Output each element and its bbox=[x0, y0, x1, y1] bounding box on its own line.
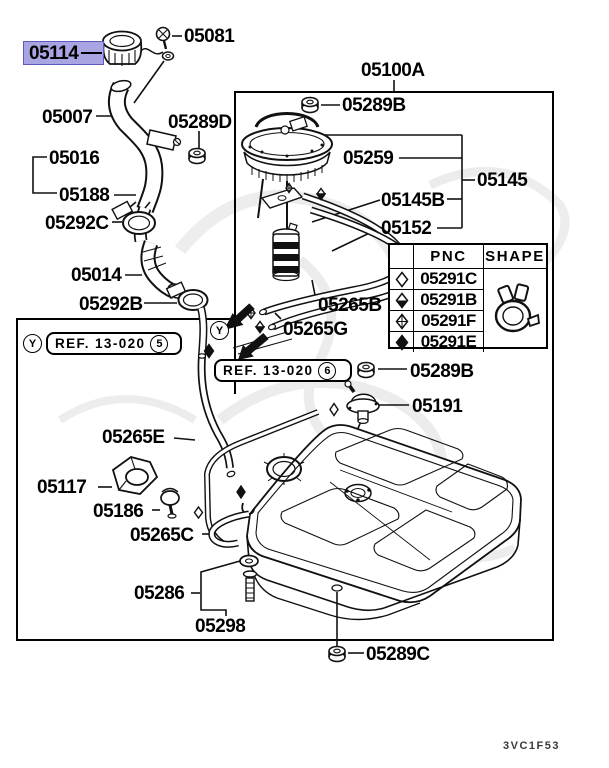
y-marker-mid: Y bbox=[210, 321, 229, 340]
table-pnc-cell[interactable]: 05291E bbox=[414, 332, 484, 352]
part-label-05145b[interactable]: 05145B bbox=[381, 190, 445, 211]
leader-dash bbox=[81, 52, 102, 54]
clamp-art-05292b bbox=[165, 281, 209, 311]
diagram-code: 3VC1F53 bbox=[503, 740, 560, 752]
part-label-05289b-top[interactable]: 05289B bbox=[342, 95, 406, 116]
diamond-markers bbox=[193, 182, 339, 520]
part-label-05259[interactable]: 05259 bbox=[343, 148, 394, 169]
part-label-05265c[interactable]: 05265C bbox=[130, 525, 194, 546]
cap-bolt-art bbox=[155, 26, 175, 61]
diamond-solid-icon bbox=[390, 332, 414, 352]
filler-neck-art bbox=[107, 79, 182, 243]
ref-circled-number: 5 bbox=[150, 334, 169, 353]
part-label-05186[interactable]: 05186 bbox=[93, 501, 144, 522]
y-marker-ref5: Y bbox=[23, 334, 42, 353]
part-label-05289d[interactable]: 05289D bbox=[168, 112, 232, 133]
pump-filter-art bbox=[272, 222, 300, 282]
nut-icon-05289b-top bbox=[301, 96, 319, 114]
direction-arrow-icon bbox=[224, 303, 269, 360]
part-label-05286[interactable]: 05286 bbox=[134, 583, 185, 604]
part-label-05292b[interactable]: 05292B bbox=[79, 294, 143, 315]
diamond-crossed-icon bbox=[390, 311, 414, 332]
hose-e-art bbox=[197, 353, 234, 469]
pnc-header: PNC bbox=[414, 245, 484, 269]
ref-box-13-020-6[interactable]: REF. 13-020 6 bbox=[214, 359, 352, 382]
part-label-05191[interactable]: 05191 bbox=[412, 396, 463, 417]
clamp-shape-icon bbox=[484, 269, 546, 352]
part-label-05289c[interactable]: 05289C bbox=[366, 644, 430, 665]
table-pnc-cell[interactable]: 05291B bbox=[414, 290, 484, 311]
ref-box-13-020-5[interactable]: REF. 13-020 5 bbox=[46, 332, 182, 355]
ref-text: REF. 13-020 bbox=[223, 363, 314, 378]
table-pnc-cell[interactable]: 05291C bbox=[414, 269, 484, 290]
part-label-05100a[interactable]: 05100A bbox=[361, 60, 425, 81]
hose-c-art bbox=[208, 510, 250, 548]
part-label-05145[interactable]: 05145 bbox=[477, 170, 528, 191]
part-label-05007[interactable]: 05007 bbox=[42, 107, 93, 128]
diamond-half-icon bbox=[390, 290, 414, 311]
diamond-open-icon bbox=[390, 269, 414, 290]
washer-bolt-art bbox=[239, 554, 259, 602]
nut-icon-05289b-mid bbox=[357, 361, 375, 379]
part-label-05265e[interactable]: 05265E bbox=[102, 427, 165, 448]
part-label-05152[interactable]: 05152 bbox=[381, 218, 432, 239]
nut-icon-05289c bbox=[328, 645, 346, 663]
valve-art-05191 bbox=[344, 380, 380, 425]
part-label-05265g[interactable]: 05265G bbox=[283, 319, 348, 340]
part-label-05081[interactable]: 05081 bbox=[184, 26, 235, 47]
highlighted-part-label-05114[interactable]: 05114 bbox=[23, 41, 104, 65]
part-label-05014[interactable]: 05014 bbox=[71, 265, 122, 286]
filler-tube-lower-art bbox=[197, 307, 208, 357]
fuel-tank-art bbox=[203, 409, 522, 621]
pnc-shape-table: PNC SHAPE 05291C 05291B 05291F 05291E bbox=[388, 243, 548, 352]
filler-cap-art bbox=[102, 30, 164, 66]
part-label-05016[interactable]: 05016 bbox=[49, 148, 100, 169]
part-label-05117[interactable]: 05117 bbox=[37, 477, 87, 498]
part-label-05188[interactable]: 05188 bbox=[59, 185, 110, 206]
ref-text: REF. 13-020 bbox=[55, 336, 146, 351]
clamp-art-05292c bbox=[111, 200, 156, 235]
shape-header: SHAPE bbox=[484, 245, 546, 269]
part-label-05289b-mid[interactable]: 05289B bbox=[410, 361, 474, 382]
grommet-art bbox=[111, 456, 159, 495]
part-number: 05114 bbox=[29, 42, 79, 64]
table-pnc-cell[interactable]: 05291F bbox=[414, 311, 484, 332]
table-corner-cell bbox=[390, 245, 414, 269]
fuel-pump-art bbox=[241, 112, 333, 232]
part-label-05265b[interactable]: 05265B bbox=[318, 295, 382, 316]
check-valve-art bbox=[160, 487, 180, 519]
nut-icon-05289d bbox=[188, 147, 206, 165]
part-label-05298[interactable]: 05298 bbox=[195, 616, 246, 637]
part-label-05292c[interactable]: 05292C bbox=[45, 213, 109, 234]
ref-circled-number: 6 bbox=[318, 361, 337, 380]
